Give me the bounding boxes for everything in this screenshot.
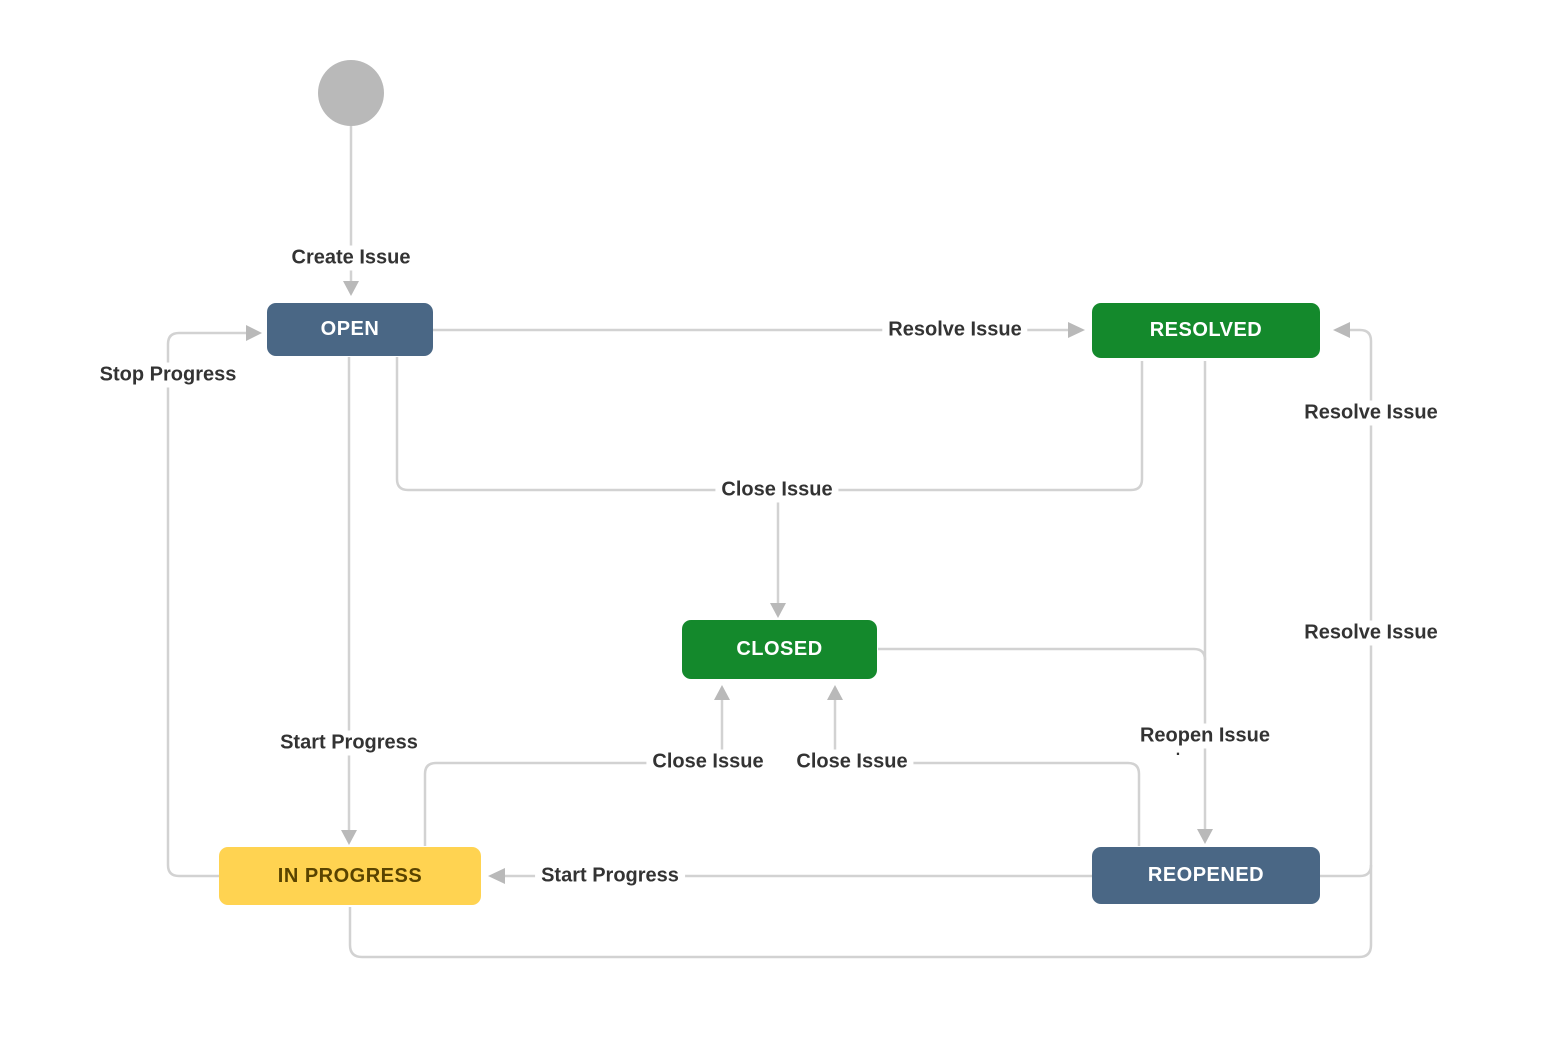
- arrowhead-resolved-right: [1333, 322, 1350, 338]
- edge-closed-to-reopened-join: [878, 647, 1207, 661]
- edge-reopened-to-resolved-join: [1320, 864, 1373, 878]
- edge-close-issue-shared-rail: [395, 357, 1144, 492]
- transition-label-resolve-issue-from-open[interactable]: Resolve Issue: [882, 317, 1028, 343]
- transition-label-start-progress-from-reopened[interactable]: Start Progress: [535, 863, 685, 889]
- edge-in-progress-to-resolved: [348, 328, 1373, 959]
- arrowhead-closed-bottom-right: [827, 685, 843, 700]
- start-node-circle: [318, 60, 384, 126]
- node-resolved[interactable]: RESOLVED: [1092, 303, 1320, 358]
- arrowhead-open-left: [246, 325, 262, 341]
- transition-label-close-issue-shared[interactable]: Close Issue: [715, 477, 839, 503]
- node-reopened[interactable]: REOPENED: [1092, 847, 1320, 904]
- node-in-progress[interactable]: IN PROGRESS: [219, 847, 481, 905]
- arrowhead-resolved-left: [1068, 322, 1085, 338]
- transition-label-stop-progress[interactable]: Stop Progress: [93, 362, 243, 388]
- transition-label-resolve-issue-from-reopened[interactable]: Resolve Issue: [1298, 400, 1444, 426]
- node-open[interactable]: OPEN: [267, 303, 433, 356]
- transition-label-start-progress-from-open[interactable]: Start Progress: [274, 730, 424, 756]
- transition-label-reopen-issue[interactable]: Reopen Issue: [1133, 723, 1277, 749]
- transition-label-resolve-issue-from-in-progress[interactable]: Resolve Issue: [1298, 620, 1444, 646]
- arrowhead-in-progress-right: [488, 868, 505, 884]
- arrowhead-open-top: [343, 281, 359, 296]
- transition-label-create-issue[interactable]: Create Issue: [285, 245, 417, 271]
- arrowhead-closed-top: [770, 603, 786, 618]
- transition-label-reopen-issue-dot: .: [1175, 741, 1181, 759]
- edge-in-progress-to-open: [166, 331, 246, 878]
- node-closed[interactable]: CLOSED: [682, 620, 877, 679]
- transition-label-close-issue-from-in-progress[interactable]: Close Issue: [646, 749, 770, 775]
- arrowhead-in-progress-top: [341, 830, 357, 845]
- arrowhead-closed-bottom-left: [714, 685, 730, 700]
- arrowhead-reopened-top: [1197, 829, 1213, 844]
- transition-label-close-issue-from-reopened[interactable]: Close Issue: [790, 749, 914, 775]
